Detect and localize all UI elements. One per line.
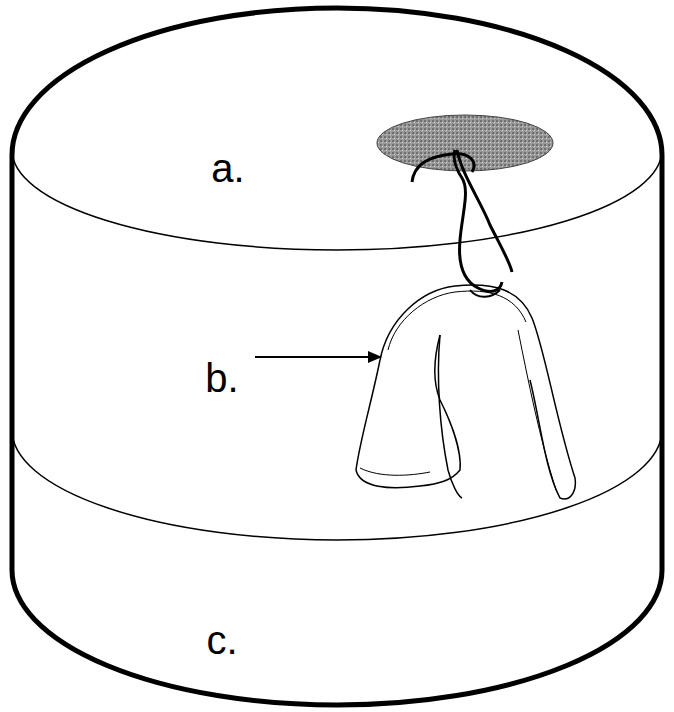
membrane-sac [360, 468, 430, 475]
arrow-head [368, 351, 382, 363]
part-label: b. [205, 358, 238, 398]
suture [454, 150, 502, 291]
membrane-sac [518, 330, 556, 490]
membrane-sac [388, 291, 526, 350]
suture [457, 150, 512, 272]
shaded-disc [377, 115, 553, 171]
membrane-sac [356, 335, 460, 488]
part-label: c. [206, 620, 237, 660]
suture [412, 154, 474, 182]
membrane-sac [438, 335, 462, 498]
cylinder-outline [12, 8, 662, 705]
band-boundary [12, 150, 662, 250]
band-boundary [12, 430, 662, 540]
membrane-sac [380, 285, 575, 499]
pointer-arrow [255, 356, 372, 358]
part-label: a. [211, 148, 244, 188]
